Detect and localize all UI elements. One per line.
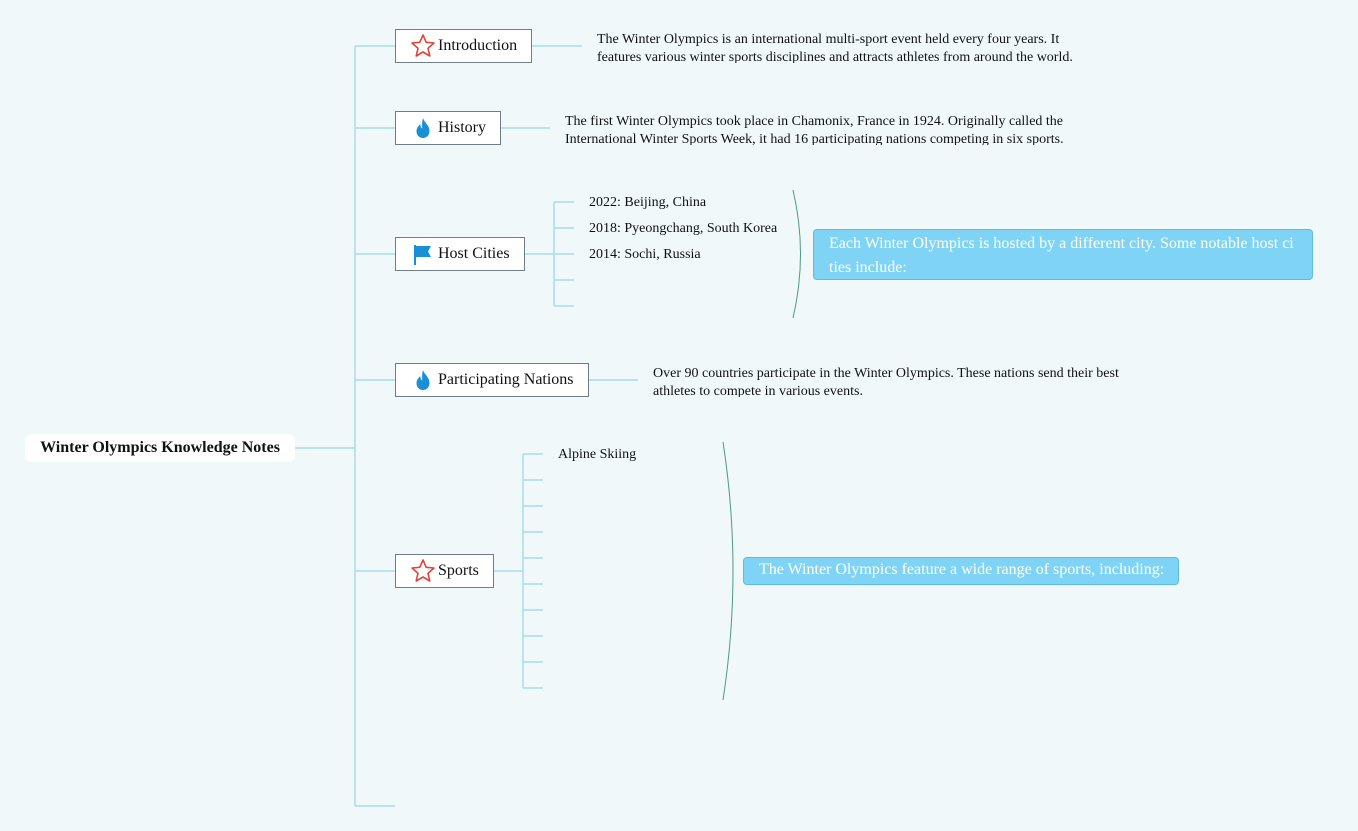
star-icon (410, 33, 436, 59)
flame-icon (410, 367, 436, 393)
topic-introduction[interactable]: Introduction (395, 29, 533, 63)
topic-label: Host Cities (438, 245, 510, 262)
introduction-description: The Winter Olympics is an international … (597, 32, 1073, 63)
flag-icon (410, 241, 436, 267)
host-cities-summary[interactable]: Each Winter Olympics is hosted by a diff… (813, 229, 1313, 280)
topic-host-cities[interactable]: Host Cities (395, 237, 525, 271)
host-cities-summary-bracket (792, 189, 801, 319)
host-city-item[interactable]: 2018: Pyeongchang, South Korea (589, 221, 778, 236)
topic-label: Participating Nations (438, 371, 574, 388)
root-title: Winter Olympics Knowledge Notes (40, 439, 280, 456)
flame-icon (410, 115, 436, 141)
star-icon (410, 558, 436, 584)
root-topic[interactable]: Winter Olympics Knowledge Notes (25, 434, 295, 462)
topic-label: Sports (438, 562, 479, 579)
topic-participating-nations[interactable]: Participating Nations (395, 363, 589, 397)
host-city-item[interactable]: 2022: Beijing, China (589, 195, 707, 210)
history-description: The first Winter Olympics took place in … (565, 114, 1064, 145)
sports-summary-bracket (722, 441, 734, 701)
topic-label: History (438, 119, 486, 136)
topic-history[interactable]: History (395, 111, 501, 145)
host-city-item[interactable]: 2014: Sochi, Russia (589, 247, 701, 262)
topic-sports[interactable]: Sports (395, 554, 494, 588)
sport-item[interactable]: Alpine Skiing (558, 447, 637, 462)
sports-summary[interactable]: The Winter Olympics feature a wide range… (743, 557, 1179, 585)
nations-description: Over 90 countries participate in the Win… (653, 366, 1119, 397)
topic-label: Introduction (438, 37, 518, 54)
